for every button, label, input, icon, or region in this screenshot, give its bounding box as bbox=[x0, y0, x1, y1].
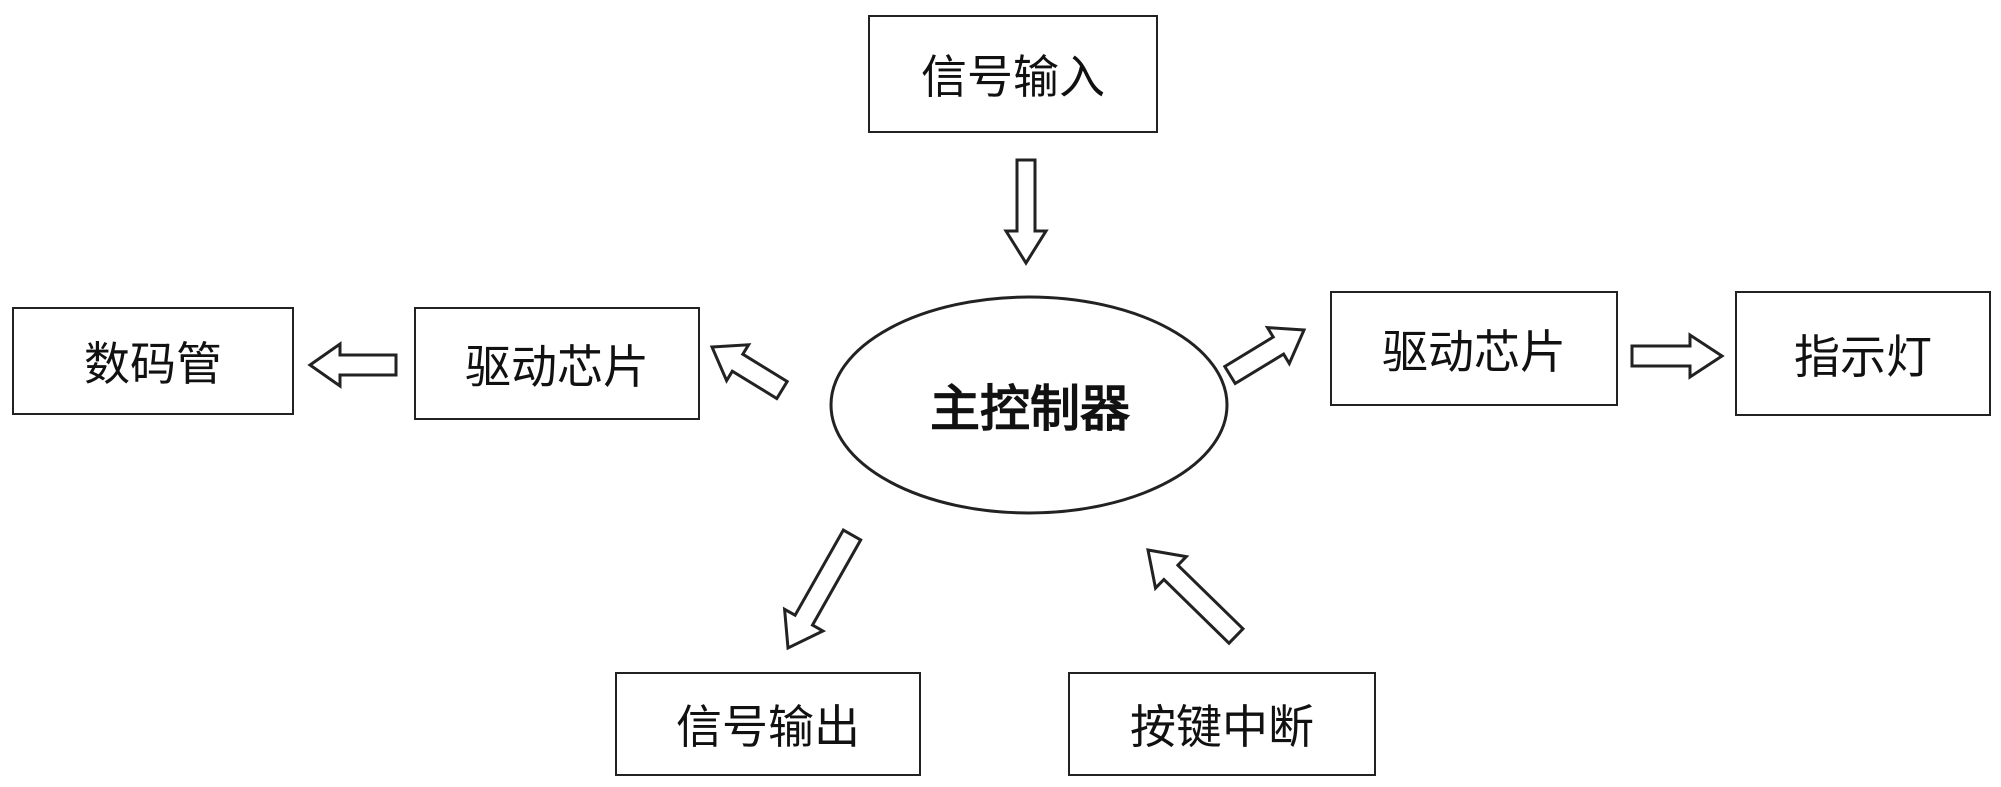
arrow-controller-to-left-driver-icon bbox=[709, 343, 790, 401]
arrow-interrupt-to-controller-icon bbox=[1146, 548, 1246, 646]
main-controller-label: 主控制器 bbox=[930, 379, 1130, 438]
key-interrupt-label: 按键中断 bbox=[1130, 700, 1314, 754]
signal-output-box: 信号输出 bbox=[615, 672, 921, 776]
arrow-input-to-controller-icon bbox=[1003, 158, 1049, 266]
signal-input-label: 信号输入 bbox=[921, 50, 1105, 104]
key-interrupt-box: 按键中断 bbox=[1068, 672, 1376, 776]
arrow-right-driver-to-light-icon bbox=[1630, 332, 1725, 380]
led-display-box: 数码管 bbox=[12, 307, 294, 415]
driver-chip-right-label: 驱动芯片 bbox=[1382, 324, 1566, 379]
signal-output-label: 信号输出 bbox=[676, 700, 860, 754]
indicator-light-label: 指示灯 bbox=[1794, 329, 1932, 384]
led-display-label: 数码管 bbox=[84, 337, 222, 391]
main-controller-ellipse bbox=[829, 295, 1229, 515]
signal-input-box: 信号输入 bbox=[868, 15, 1158, 133]
arrow-left-driver-to-display-icon bbox=[307, 341, 398, 389]
driver-chip-right-box: 驱动芯片 bbox=[1330, 291, 1618, 406]
driver-chip-left-label: 驱动芯片 bbox=[465, 339, 649, 394]
indicator-light-box: 指示灯 bbox=[1735, 291, 1991, 416]
driver-chip-left-box: 驱动芯片 bbox=[414, 307, 700, 420]
arrow-controller-to-output-icon bbox=[782, 528, 863, 651]
arrow-controller-to-right-driver-icon bbox=[1222, 325, 1307, 386]
